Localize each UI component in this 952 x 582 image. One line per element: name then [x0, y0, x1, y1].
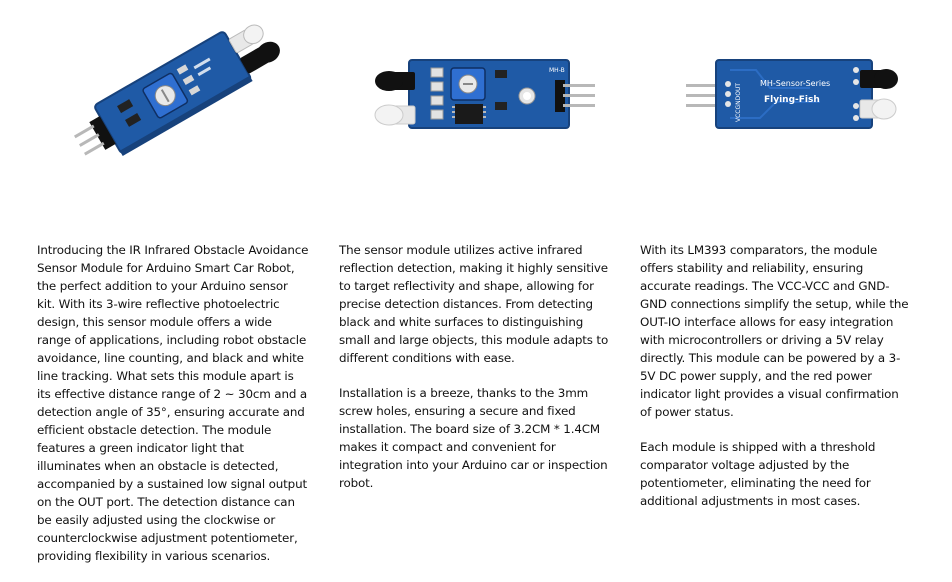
description-column-3: With its LM393 comparators, the module o… [640, 241, 912, 527]
paragraph: Introducing the IR Infrared Obstacle Avo… [37, 243, 309, 563]
board-label: MH-B [549, 67, 565, 74]
paragraph: The sensor module utilizes active infrar… [339, 243, 609, 365]
description-column-2: The sensor module utilizes active infrar… [339, 241, 611, 509]
paragraph: Installation is a breeze, thanks to the … [339, 386, 608, 490]
paragraph: With its LM393 comparators, the module o… [640, 243, 909, 419]
product-image-2: MH-B [359, 10, 599, 170]
column-3: VCCGNDOUT MH-Sensor-Series Flying-Fish W… [640, 0, 920, 580]
board-name: Flying-Fish [764, 95, 820, 105]
paragraph: Each module is shipped with a threshold … [640, 440, 876, 508]
ir-sensor-module-back-view-icon: VCCGNDOUT MH-Sensor-Series Flying-Fish [686, 59, 898, 129]
description-column-1: Introducing the IR Infrared Obstacle Avo… [37, 241, 309, 582]
pin-label: VCCGNDOUT [735, 83, 742, 122]
board-series: MH-Sensor-Series [760, 79, 830, 88]
column-1: Introducing the IR Infrared Obstacle Avo… [37, 0, 317, 580]
ir-sensor-module-front-view-icon: MH-B [374, 59, 595, 129]
column-2: MH-B The sensor module utilizes active i… [339, 0, 619, 580]
product-image-3: VCCGNDOUT MH-Sensor-Series Flying-Fish [660, 10, 900, 170]
ir-sensor-module-angled-view-icon [74, 24, 280, 156]
product-image-1 [67, 10, 287, 170]
